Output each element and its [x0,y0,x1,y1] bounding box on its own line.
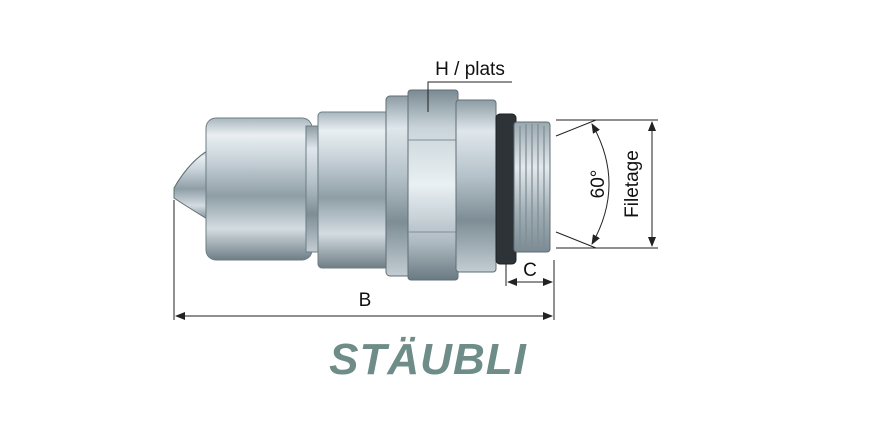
staubli-logo: STÄUBLI [329,335,527,384]
angle-label: 60° [588,170,609,199]
b-label: B [359,290,372,311]
threaded-end [513,121,551,253]
middle-body [317,111,391,269]
hex-nut [407,89,459,281]
cone-line-bottom [555,231,597,249]
cone-line-top [555,119,597,137]
rear-body [455,99,497,273]
c-label: C [523,260,537,281]
angle-arc [591,123,610,245]
hex-leader-line [427,81,512,112]
seal-ring [495,113,517,265]
dimensions [173,81,658,320]
hex-label: H / plats [435,59,505,80]
front-sleeve [205,117,313,261]
thread-label: Filetage [622,150,643,218]
coupling-part [173,89,551,281]
